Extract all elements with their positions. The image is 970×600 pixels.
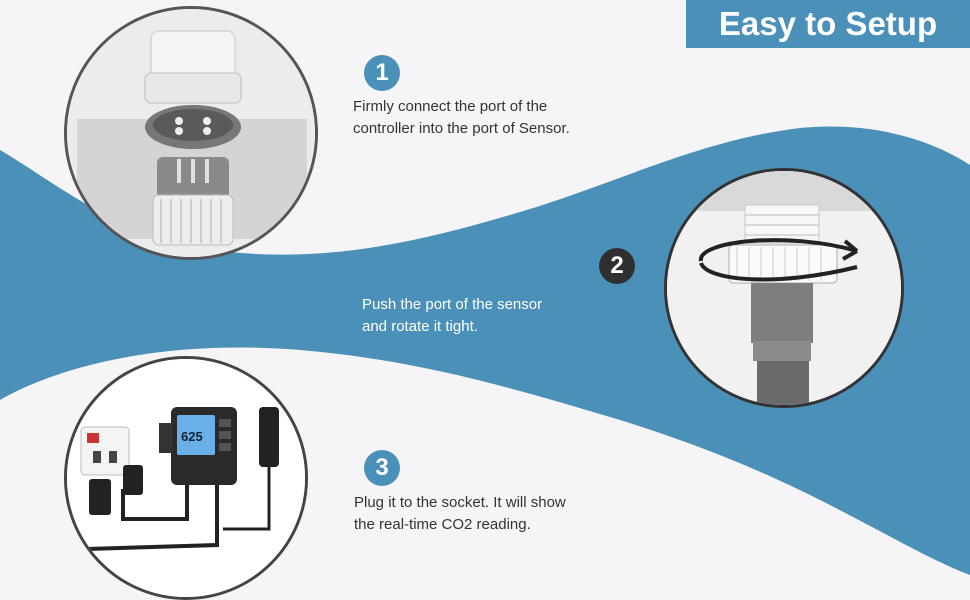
co2-sensor-icon xyxy=(259,407,279,467)
step-3-number: 3 xyxy=(375,454,389,481)
rotate-sensor-illustration xyxy=(667,171,901,405)
page-title: Easy to Setup xyxy=(718,5,938,42)
sensor-connector-illustration xyxy=(67,9,315,257)
step-1-illustration xyxy=(64,6,318,260)
step-1-line-1: Firmly connect the port of the xyxy=(353,98,548,115)
step-3-line-1: Plug it to the socket. It will show xyxy=(354,494,566,511)
step-1-text: Firmly connect the port of the controlle… xyxy=(353,96,570,140)
step-3-illustration: 625 xyxy=(64,356,308,600)
step-2-text: Push the port of the sensor and rotate i… xyxy=(362,294,542,338)
step-1-number: 1 xyxy=(375,59,389,86)
controller-socket-illustration: 625 xyxy=(67,359,305,597)
step-2-number: 2 xyxy=(610,252,624,279)
step-2-badge: 2 xyxy=(599,248,635,284)
page-title-banner: Easy to Setup xyxy=(686,0,970,48)
step-2-line-2: and rotate it tight. xyxy=(362,318,478,335)
step-3-line-2: the real-time CO2 reading. xyxy=(354,516,531,533)
step-1-line-2: controller into the port of Sensor. xyxy=(353,120,570,137)
step-2-line-1: Push the port of the sensor xyxy=(362,296,543,313)
step-2-illustration xyxy=(664,168,904,408)
step-3-badge: 3 xyxy=(364,450,400,486)
plug-icon xyxy=(89,479,111,515)
step-1-badge: 1 xyxy=(364,55,400,91)
step-3-text: Plug it to the socket. It will show the … xyxy=(354,492,566,536)
controller-reading: 625 xyxy=(181,429,203,444)
rotate-arrow-icon xyxy=(699,238,858,262)
